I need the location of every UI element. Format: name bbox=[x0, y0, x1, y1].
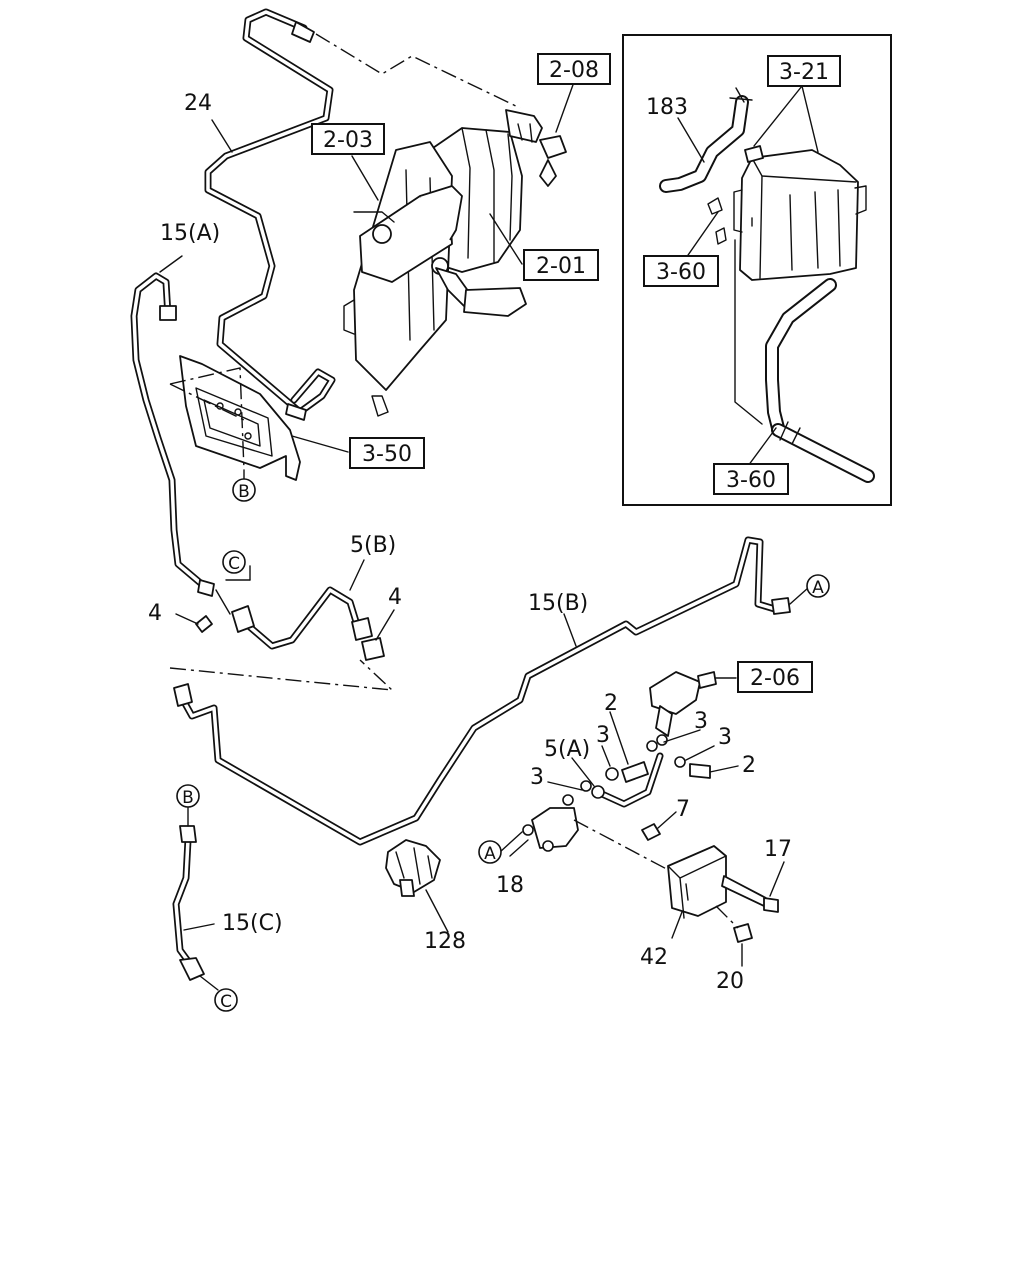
callout-box-2-06 bbox=[737, 661, 813, 693]
pipe-15b bbox=[173, 536, 809, 846]
label-18: 18 bbox=[496, 873, 524, 898]
hose-15c bbox=[172, 805, 219, 991]
marker-a-right: A bbox=[806, 574, 830, 598]
label-2-upper: 2 bbox=[604, 691, 618, 716]
callout-box-3-21 bbox=[767, 55, 841, 87]
callout-2-08: 2-08 bbox=[549, 58, 599, 83]
marker-b-bottom: B bbox=[176, 784, 200, 808]
label-5b: 5(B) bbox=[350, 533, 396, 558]
marker-b-top: B bbox=[232, 478, 256, 502]
callout-box-3-50 bbox=[349, 437, 425, 469]
label-183: 183 bbox=[646, 95, 688, 120]
svg-text:C: C bbox=[220, 992, 232, 1012]
label-15a: 15(A) bbox=[160, 221, 220, 246]
marker-c-bottom: C bbox=[214, 988, 238, 1012]
label-3-upper-right: 3 bbox=[694, 709, 708, 734]
marker-c-top: C bbox=[222, 550, 246, 574]
callout-3-21: 3-21 bbox=[779, 60, 829, 85]
callout-2-06: 2-06 bbox=[750, 666, 800, 691]
svg-text:B: B bbox=[182, 788, 194, 808]
label-15c: 15(C) bbox=[222, 911, 283, 936]
callout-3-50: 3-50 bbox=[362, 442, 412, 467]
part-128 bbox=[385, 839, 449, 933]
label-4-right: 4 bbox=[388, 585, 402, 610]
label-7: 7 bbox=[676, 797, 690, 822]
valve-18-bracket-42 bbox=[499, 794, 785, 967]
bracket-3-50 bbox=[179, 355, 301, 481]
label-3-upper-left: 3 bbox=[596, 723, 610, 748]
callout-2-01: 2-01 bbox=[536, 254, 586, 279]
hose-5b bbox=[169, 559, 395, 691]
callout-3-60-b: 3-60 bbox=[726, 468, 776, 493]
callout-3-60-a: 3-60 bbox=[656, 260, 706, 285]
label-2-right: 2 bbox=[742, 753, 756, 778]
callout-box-2-03 bbox=[311, 123, 385, 155]
pipe-15a bbox=[130, 255, 349, 597]
label-42: 42 bbox=[640, 945, 668, 970]
callout-box-3-60-b bbox=[713, 463, 789, 495]
label-3-left: 3 bbox=[530, 765, 544, 790]
reservoir-inset bbox=[622, 34, 892, 506]
label-4-left: 4 bbox=[148, 601, 162, 626]
callout-box-2-01 bbox=[523, 249, 599, 281]
svg-text:C: C bbox=[228, 554, 240, 574]
pipe-24 bbox=[204, 8, 521, 421]
valve-assembly bbox=[547, 671, 739, 808]
callout-box-3-60-a bbox=[643, 255, 719, 287]
label-20: 20 bbox=[716, 969, 744, 994]
label-15b: 15(B) bbox=[528, 591, 588, 616]
label-17: 17 bbox=[764, 837, 792, 862]
label-128: 128 bbox=[424, 929, 466, 954]
brake-pedal-assembly bbox=[343, 81, 575, 417]
marker-a-left: A bbox=[478, 840, 502, 864]
label-24: 24 bbox=[184, 91, 212, 116]
svg-text:A: A bbox=[484, 844, 496, 864]
callout-box-2-08 bbox=[537, 53, 611, 85]
label-3-right: 3 bbox=[718, 725, 732, 750]
label-5a: 5(A) bbox=[544, 737, 590, 762]
svg-text:A: A bbox=[812, 578, 824, 598]
svg-text:B: B bbox=[238, 482, 250, 502]
callout-2-03: 2-03 bbox=[323, 128, 373, 153]
reservoir-tank bbox=[739, 149, 859, 281]
